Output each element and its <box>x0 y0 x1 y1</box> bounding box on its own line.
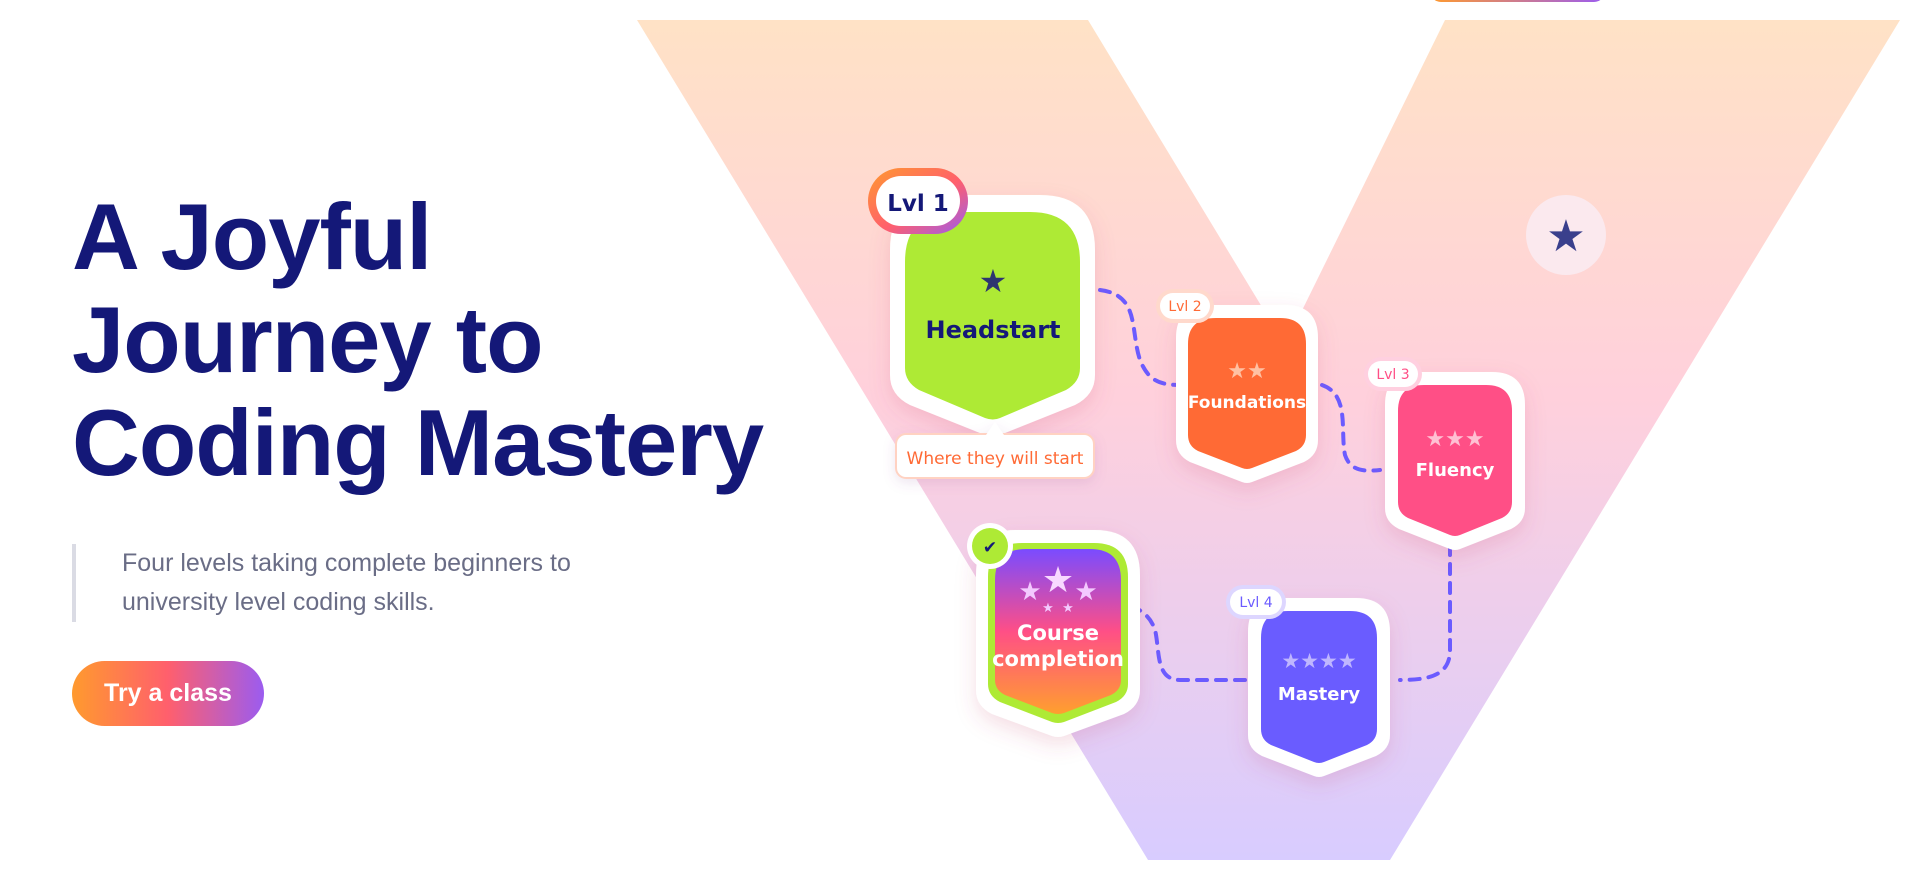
hero-section: A Joyful Journey to Coding Mastery Four … <box>72 185 772 622</box>
level-4-name: Mastery <box>1278 684 1360 705</box>
level-2-tag-label: Lvl 2 <box>1168 299 1201 315</box>
decor-star-circle: ★ <box>1526 195 1606 275</box>
completion-star-center: ★ <box>1042 560 1074 601</box>
completion-star-small-right: ★ <box>1062 601 1074 616</box>
completion-star-right: ★ <box>1074 577 1097 607</box>
level-3-name: Fluency <box>1416 460 1495 481</box>
hero-quote: Four levels taking complete beginners to… <box>72 544 642 622</box>
level-4-tag-label: Lvl 4 <box>1239 595 1272 611</box>
level-2-tag: Lvl 2 <box>1156 289 1214 323</box>
start-callout-text: Where they will start <box>907 449 1084 469</box>
completion-star-small-left: ★ <box>1042 601 1054 616</box>
level-2-stars: ★★ <box>1227 359 1266 384</box>
level-4-badge[interactable] <box>1248 598 1390 777</box>
completion-name-line1: Course <box>1017 621 1099 645</box>
completion-check: ✔ <box>967 523 1013 569</box>
hero-title: A Joyful Journey to Coding Mastery <box>72 184 764 495</box>
completion-star-left: ★ <box>1018 577 1041 607</box>
completion-badge[interactable] <box>976 530 1140 737</box>
level-1-name: Headstart <box>926 316 1061 344</box>
journey-path <box>1098 288 1452 682</box>
level-1-star: ★ <box>979 262 1008 300</box>
hero-subtitle: Four levels taking complete beginners to… <box>122 549 571 616</box>
check-icon: ✔ <box>983 538 997 558</box>
level-3-tag-label: Lvl 3 <box>1376 367 1409 383</box>
level-1-shield-inner <box>905 212 1080 420</box>
level-1-tag-label: Lvl 1 <box>887 191 949 217</box>
level-3-badge[interactable] <box>1385 372 1525 550</box>
level-3-tag: Lvl 3 <box>1364 357 1422 391</box>
top-decor-pill <box>1434 0 1601 2</box>
star-icon: ★ <box>1546 211 1585 262</box>
completion-stars: ★ ★ ★ ★ ★ <box>1018 560 1097 616</box>
completion-name-line2: completion <box>992 647 1124 671</box>
level-1-tag: Lvl 1 <box>868 168 968 234</box>
level-4-tag: Lvl 4 <box>1226 585 1286 619</box>
level-2-badge[interactable] <box>1176 305 1318 483</box>
level-2-name: Foundations <box>1188 393 1306 413</box>
start-callout: Where they will start <box>895 422 1095 479</box>
level-1-badge[interactable] <box>890 195 1095 437</box>
level-4-stars: ★★★★ <box>1281 649 1356 673</box>
try-a-class-button[interactable]: Try a class <box>72 661 264 726</box>
level-3-stars: ★★★ <box>1425 427 1484 452</box>
